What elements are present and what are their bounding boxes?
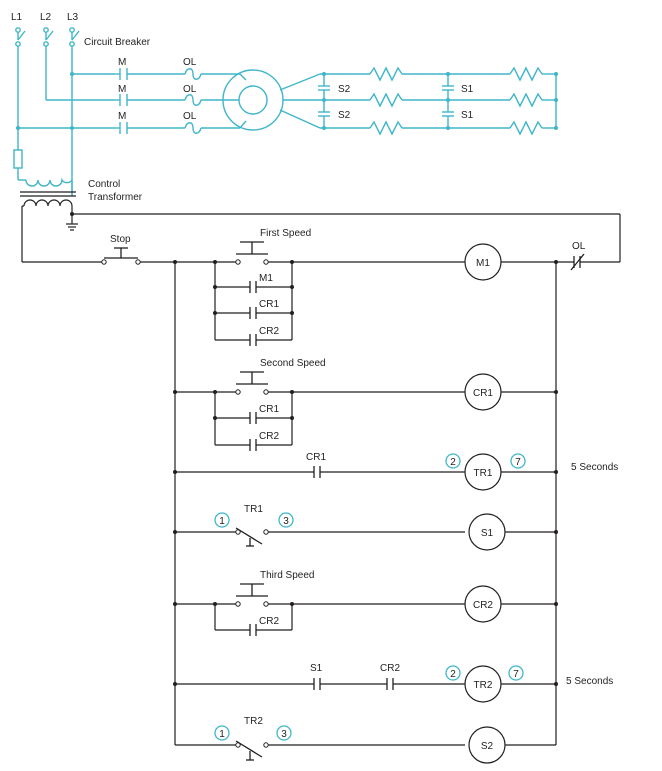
tr2-contact-pin-3: 3 [281, 729, 287, 740]
cr2-seal-label-2: CR2 [259, 616, 279, 627]
rung-tr1: CR1 2 TR1 7 5 Seconds [175, 452, 618, 491]
cr2-interlock-label: CR2 [259, 326, 279, 337]
ol-heater-label-1: OL [183, 57, 197, 68]
control-fuse-and-primary [13, 149, 73, 196]
cr1-interlock-label: CR1 [259, 299, 279, 310]
control-transformer: Control Transformer [20, 179, 621, 262]
m1-coil-label: M1 [476, 258, 490, 269]
rung-s2: TR2 1 3 S2 [175, 716, 556, 764]
stop-pushbutton: Stop [101, 234, 141, 265]
cr2-seal-label: CR2 [259, 431, 279, 442]
transformer-label-line1: Control [88, 179, 120, 190]
tr1-coil-label: TR1 [474, 468, 493, 479]
m-contact-label-3: M [118, 111, 126, 122]
tr2-contact-pin-1: 1 [219, 729, 225, 740]
second-speed-label: Second Speed [260, 358, 326, 369]
circuit-breaker-poles [15, 27, 80, 47]
tr1-contact-pin-3: 3 [283, 516, 289, 527]
ol-heater-label-3: OL [183, 111, 197, 122]
transformer-label-line2: Transformer [88, 192, 143, 203]
ladder-rails [22, 260, 558, 745]
cr1-seal-label: CR1 [259, 404, 279, 415]
line-label-l2: L2 [40, 12, 52, 23]
speed-windings [318, 66, 557, 136]
rung-third-speed: Third Speed CR2 CR2 [175, 570, 556, 636]
ol-contact-label: OL [572, 241, 586, 252]
cr1-coil-label: CR1 [473, 388, 493, 399]
s1-contact-label: S1 [310, 663, 323, 674]
power-circuit: L1 L2 L3 Circuit Breaker [11, 12, 558, 196]
winding-junctions [322, 72, 558, 130]
m-contact-label-1: M [118, 57, 126, 68]
m1-seal-label: M1 [259, 273, 273, 284]
tr1-delay-label: 5 Seconds [571, 462, 618, 473]
m-contact-label-2: M [118, 84, 126, 95]
supply-lines [17, 46, 240, 196]
cr2-coil-label: CR2 [473, 600, 493, 611]
tr2-delay-label: 5 Seconds [566, 676, 613, 687]
tr2-coil-label: TR2 [474, 680, 493, 691]
tr2-contact-label: TR2 [244, 716, 263, 727]
tr1-contact-pin-1: 1 [219, 516, 225, 527]
s1-contact-label-2: S1 [461, 110, 474, 121]
motor-symbol [222, 69, 321, 131]
tr2-pin-2: 2 [450, 669, 456, 680]
third-speed-label: Third Speed [260, 570, 314, 581]
s1-coil-label: S1 [481, 528, 494, 539]
s2-coil-label: S2 [481, 741, 494, 752]
cr2-contact-label: CR2 [380, 663, 400, 674]
s2-contact-label-1: S2 [338, 84, 351, 95]
power-junctions [16, 72, 74, 130]
s1-contact-label-1: S1 [461, 84, 474, 95]
tr1-contact-label: TR1 [244, 504, 263, 515]
line-label-l1: L1 [11, 12, 23, 23]
circuit-breaker-label: Circuit Breaker [84, 37, 151, 48]
cr1-contact-label: CR1 [306, 452, 326, 463]
tr2-pin-7: 7 [513, 669, 519, 680]
tr1-pin-2: 2 [450, 457, 456, 468]
rung-second-speed: Second Speed CR1 CR2 CR1 [175, 358, 556, 451]
rung-first-speed: First Speed M1 CR1 CR2 M1 OL [175, 228, 620, 346]
line-label-l3: L3 [67, 12, 79, 23]
ol-heater-label-2: OL [183, 84, 197, 95]
first-speed-label: First Speed [260, 228, 311, 239]
tr1-pin-7: 7 [515, 457, 521, 468]
rung-tr2: S1 CR2 2 TR2 7 5 Seconds [175, 663, 613, 703]
stop-label: Stop [110, 234, 131, 245]
s2-contact-label-2: S2 [338, 110, 351, 121]
rung-s1: TR1 1 3 S1 [175, 504, 556, 551]
